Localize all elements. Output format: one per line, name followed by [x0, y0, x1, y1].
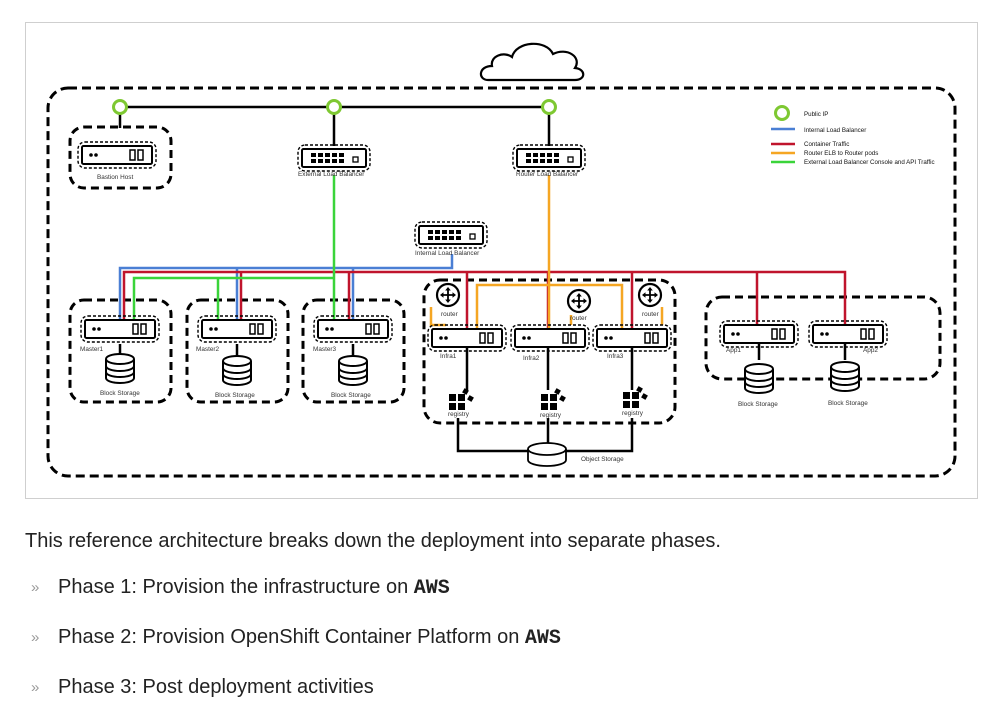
- public-ip-icon: [326, 99, 342, 115]
- bullet-icon: »: [31, 579, 40, 596]
- legend-public-ip: Public IP: [804, 111, 828, 118]
- block-storage-icon: [105, 353, 135, 384]
- object-storage-icon: [527, 442, 567, 467]
- infra2-label: Infra2: [523, 355, 540, 362]
- legend-internal-lb: Internal Load Balancer: [804, 127, 866, 134]
- master1-label: Master1: [80, 346, 104, 353]
- master2-label: Master2: [196, 346, 220, 353]
- block-storage-icon: [338, 355, 368, 386]
- infra3-label: Infra3: [607, 353, 624, 360]
- block-storage-label: Block Storage: [100, 390, 140, 397]
- legend-external-lb: External Load Balancer Console and API T…: [804, 159, 935, 166]
- public-ip-icon: [112, 99, 128, 115]
- master3-server-icon: [313, 315, 393, 343]
- external-lb-icon: [297, 144, 371, 172]
- phase-code: AWS: [413, 577, 450, 600]
- intro-text: This reference architecture breaks down …: [25, 530, 721, 552]
- infra1-label: Infra1: [440, 353, 457, 360]
- bastion-group: [68, 125, 173, 190]
- infra1-server-icon: [427, 324, 507, 352]
- registry-icon: [541, 388, 566, 410]
- registry-icon: [623, 386, 648, 408]
- router-icon: [435, 282, 461, 308]
- master2-server-icon: [197, 315, 277, 343]
- vpc-boundary: [46, 86, 957, 478]
- block-storage-icon: [222, 355, 252, 386]
- bastion-label: Bastion Host: [97, 174, 133, 181]
- block-storage-icon: [830, 361, 860, 392]
- block-storage-label: Block Storage: [331, 392, 371, 399]
- router-icon: [637, 282, 663, 308]
- router-lb-label: Router Load Balancer: [516, 171, 579, 178]
- internal-lb-label: Internal Load Balancer: [415, 250, 480, 257]
- cloud-icon: [479, 42, 585, 82]
- master1-server-icon: [80, 315, 160, 343]
- block-storage-icon: [744, 363, 774, 394]
- public-ip-icon: [541, 99, 557, 115]
- bullet-icon: »: [31, 629, 40, 646]
- phase-item: » Phase 2: Provision OpenShift Container…: [25, 626, 561, 676]
- object-storage-label: Object Storage: [581, 456, 624, 463]
- phase-list: » Phase 1: Provision the infrastructure …: [25, 576, 561, 726]
- bullet-icon: »: [31, 679, 40, 696]
- phase-item: » Phase 1: Provision the infrastructure …: [25, 576, 561, 626]
- infra3-server-icon: [592, 324, 672, 352]
- registry-label: registry: [622, 410, 644, 417]
- phase-item: » Phase 3: Post deployment activities: [25, 676, 561, 726]
- phase-code: AWS: [524, 627, 561, 650]
- phase-text: Phase 2: Provision OpenShift Container P…: [58, 626, 525, 648]
- router-label: router: [441, 311, 459, 318]
- master1-group: [68, 298, 173, 404]
- master3-group: [301, 298, 406, 404]
- app2-label: App2: [863, 347, 878, 354]
- app2-server-icon: [808, 320, 888, 348]
- master3-label: Master3: [313, 346, 337, 353]
- app1-label: App1: [726, 347, 741, 354]
- phase-text: Phase 1: Provision the infrastructure on: [58, 576, 414, 598]
- block-storage-label: Block Storage: [738, 401, 778, 408]
- external-lb-label: External Load Balancer: [298, 171, 365, 178]
- architecture-diagram: Public IP Internal Load Balancer Contain…: [25, 22, 978, 499]
- block-storage-label: Block Storage: [215, 392, 255, 399]
- app-group: [704, 295, 942, 381]
- block-storage-label: Block Storage: [828, 400, 868, 407]
- master2-group: [185, 298, 290, 404]
- internal-lb-icon: [414, 221, 488, 249]
- phase-text: Phase 3: Post deployment activities: [58, 676, 374, 698]
- registry-label: registry: [540, 412, 562, 419]
- registry-label: registry: [448, 411, 470, 418]
- app1-server-icon: [719, 320, 799, 348]
- router-label: router: [570, 315, 588, 322]
- router-icon: [566, 288, 592, 314]
- router-lb-icon: [512, 144, 586, 172]
- bastion-server-icon: [77, 141, 157, 169]
- router-label: router: [642, 311, 660, 318]
- legend-router-elb: Router ELB to Router pods: [804, 150, 878, 157]
- registry-icon: [449, 388, 474, 410]
- legend-container-traffic: Container Traffic: [804, 141, 849, 148]
- legend-public-ip-icon: [774, 105, 790, 121]
- infra2-server-icon: [510, 324, 590, 352]
